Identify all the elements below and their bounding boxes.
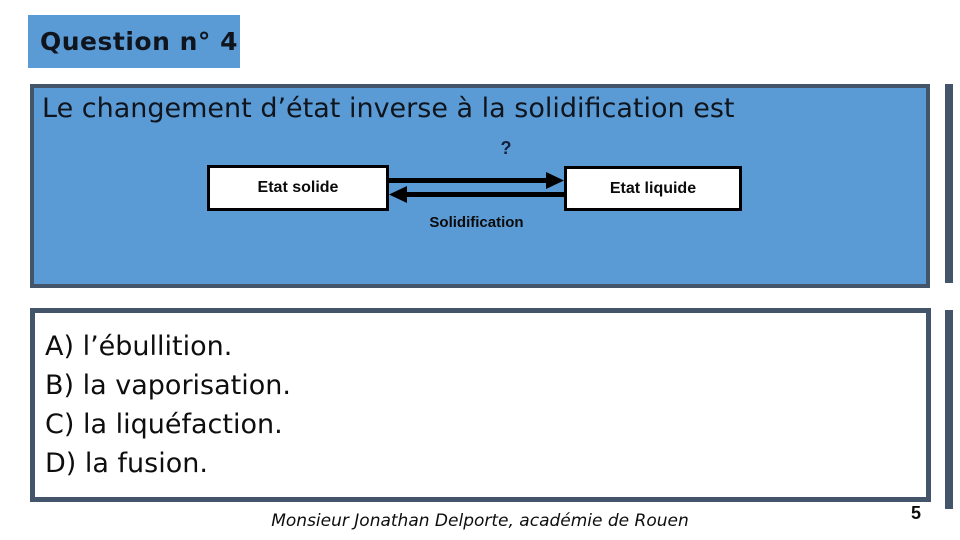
solidification-label: Solidification xyxy=(429,214,524,231)
author-credit: Monsieur Jonathan Delporte, académie de … xyxy=(271,511,689,531)
question-number-chip: Question n° 4 xyxy=(28,15,240,68)
answer-option-d: D) la fusion. xyxy=(45,448,208,479)
page-number: 5 xyxy=(910,503,921,523)
question-title: Le changement d’état inverse à la solidi… xyxy=(42,93,735,124)
question-panel: Le changement d’état inverse à la solidi… xyxy=(30,84,930,288)
liquid-state-box: Etat liquide xyxy=(564,166,742,211)
answer-option-a: A) l’ébullition. xyxy=(45,331,233,362)
liquid-state-label: Etat liquide xyxy=(609,179,697,197)
unknown-change-marker: ? xyxy=(500,138,512,158)
answer-option-b: B) la vaporisation. xyxy=(45,370,291,401)
question-number-label: Question n° 4 xyxy=(40,27,238,56)
solid-state-box: Etat solide xyxy=(207,165,389,211)
state-change-arrows-icon xyxy=(389,172,564,203)
answer-option-c: C) la liquéfaction. xyxy=(45,409,283,440)
solid-state-label: Etat solide xyxy=(257,179,339,196)
clipped-frame-edge-top xyxy=(945,84,953,283)
clipped-frame-edge-bottom xyxy=(945,310,953,509)
answers-panel: A) l’ébullition. B) la vaporisation. C) … xyxy=(30,308,931,502)
